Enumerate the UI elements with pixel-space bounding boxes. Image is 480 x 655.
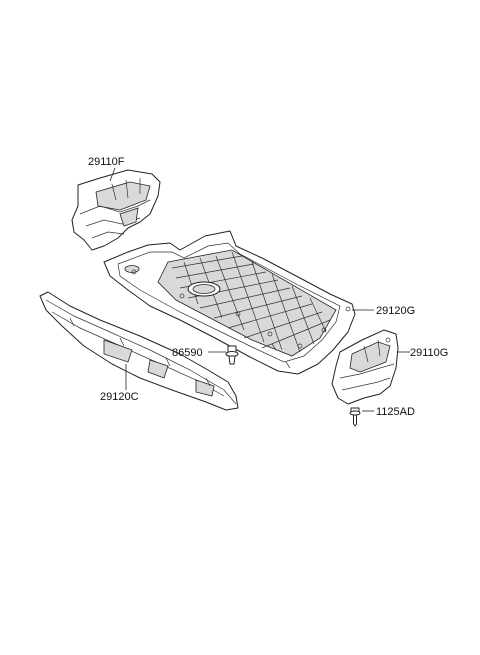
part-29120g-under-cover[interactable] [103,230,356,375]
part-86590-clip[interactable] [225,345,239,365]
label-29120c: 29120C [100,391,139,403]
part-29120c-front-cover[interactable] [39,291,239,411]
part-29110g-right-shield[interactable] [331,329,399,405]
label-29110f: 29110F [88,156,125,168]
part-29110f-left-shield[interactable] [71,169,161,251]
part-1125ad-bolt[interactable] [349,407,361,427]
label-1125ad: 1125AD [376,406,415,418]
label-29110g: 29110G [410,347,448,359]
label-86590: 86590 [172,347,203,359]
leader-29110f [109,167,116,182]
label-29120g: 29120G [376,305,415,317]
